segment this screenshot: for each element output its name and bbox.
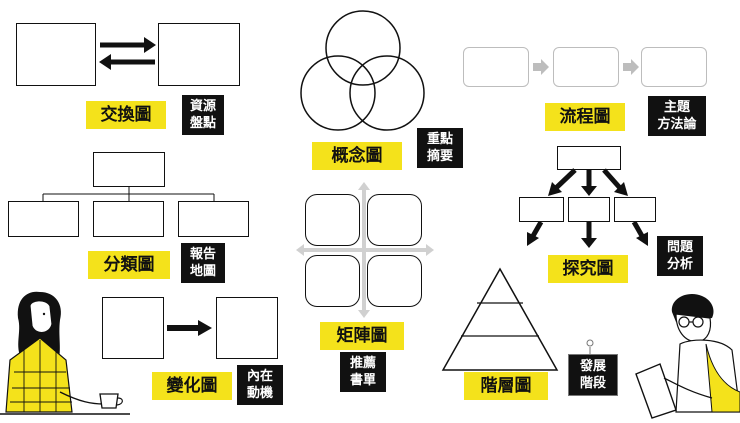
matrix-title: 矩陣圖 — [320, 322, 404, 350]
change-tag: 內在動機 — [237, 365, 283, 405]
matrix-tag: 推薦書單 — [340, 352, 386, 392]
exchange-right-box — [158, 23, 240, 86]
classify-title: 分類圖 — [88, 251, 170, 279]
explore-tag: 問題分析 — [657, 236, 703, 276]
exchange-left-box — [16, 23, 96, 86]
process-step-1 — [463, 47, 529, 87]
classify-tag: 報告地圖 — [181, 243, 225, 283]
process-title: 流程圖 — [545, 103, 625, 131]
change-title: 變化圖 — [152, 372, 232, 400]
matrix-cell-top-right — [367, 194, 422, 246]
explore-child-box-1 — [519, 197, 564, 222]
process-tag: 主題方法論 — [648, 96, 706, 136]
change-after-box — [216, 297, 278, 359]
classify-child-box-2 — [93, 201, 164, 237]
classify-child-box-1 — [8, 201, 79, 237]
concept-tag: 重點摘要 — [417, 128, 463, 168]
classify-root-box — [93, 152, 165, 187]
explore-child-box-3 — [614, 197, 656, 222]
matrix-cell-top-left — [305, 194, 360, 246]
change-before-box — [102, 297, 164, 359]
concept-title: 概念圖 — [312, 142, 402, 170]
matrix-cell-bottom-left — [305, 255, 360, 307]
matrix-cell-bottom-right — [367, 255, 422, 307]
process-step-2 — [553, 47, 619, 87]
explore-title: 探究圖 — [548, 255, 628, 283]
process-step-3 — [641, 47, 707, 87]
explore-root-box — [557, 146, 621, 170]
hierarchy-title: 階層圖 — [464, 372, 548, 400]
exchange-tag: 資源盤點 — [182, 95, 224, 135]
classify-child-box-3 — [178, 201, 249, 237]
hierarchy-tag: 發展階段 — [568, 354, 618, 396]
exchange-title: 交換圖 — [86, 101, 166, 129]
explore-child-box-2 — [568, 197, 610, 222]
